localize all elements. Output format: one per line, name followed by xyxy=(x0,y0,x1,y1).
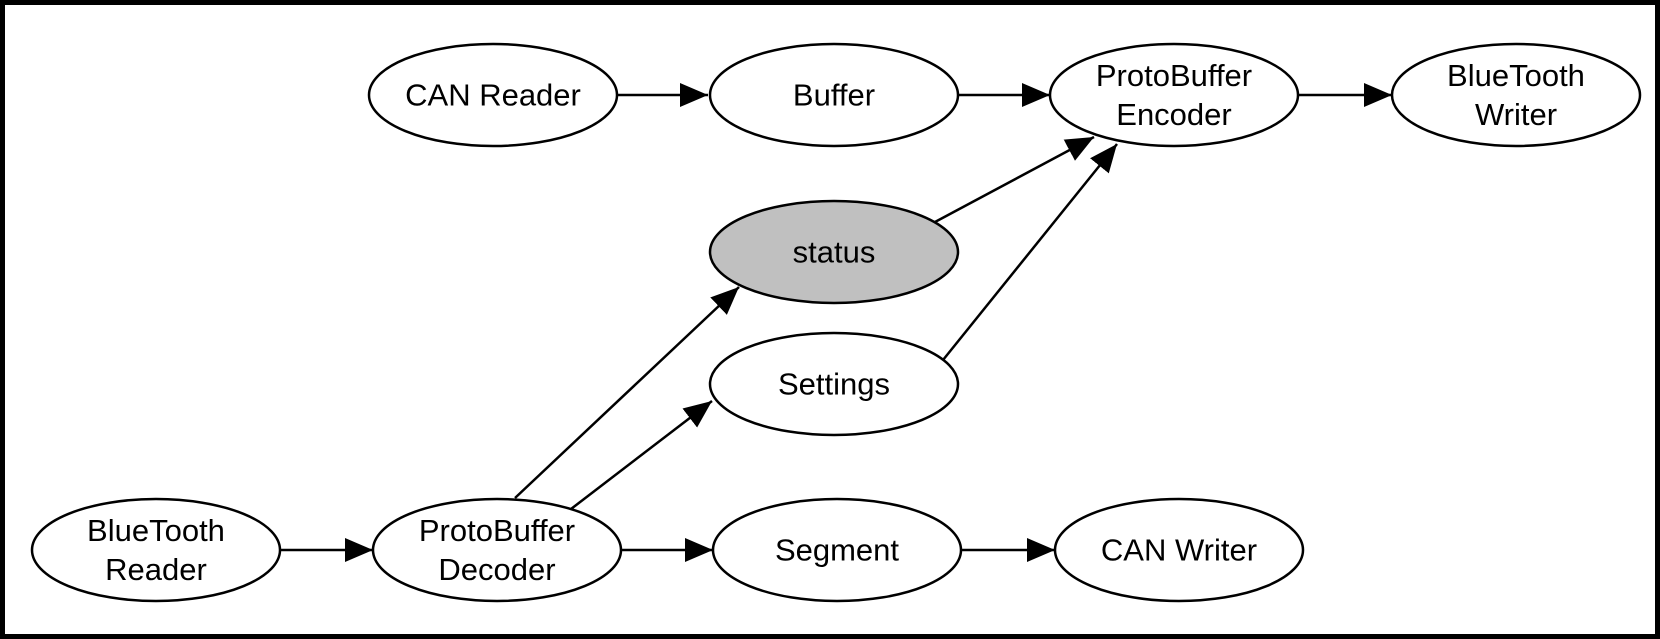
node-can-writer-label-line-1: CAN Writer xyxy=(1101,533,1257,568)
node-settings-ellipse xyxy=(708,331,960,437)
node-settings: Settings xyxy=(708,331,960,437)
node-bluetooth-writer-ellipse xyxy=(1390,42,1642,148)
node-can-reader: CAN Reader xyxy=(367,42,619,148)
node-can-reader-label-line-1: CAN Reader xyxy=(405,78,581,113)
node-segment-ellipse xyxy=(711,497,963,603)
node-status-label-line-1: status xyxy=(793,235,876,270)
node-buffer-label-line-1: Buffer xyxy=(793,78,875,113)
node-status: status xyxy=(708,199,960,305)
node-protobuffer-decoder-label-line-2: Decoder xyxy=(438,552,555,587)
node-segment-label-line-1: Segment xyxy=(775,533,899,568)
edge-protobuffer-decoder-to-settings xyxy=(570,400,713,510)
node-status-ellipse xyxy=(708,199,960,305)
edges-layer xyxy=(280,83,1392,562)
node-protobuffer-decoder-ellipse xyxy=(371,497,623,603)
node-protobuffer-encoder-label-line-1: ProtoBuffer xyxy=(1096,58,1252,93)
node-bluetooth-writer-label-line-2: Writer xyxy=(1475,97,1557,132)
node-protobuffer-encoder-ellipse xyxy=(1048,42,1300,148)
node-bluetooth-writer-label-line-1: BlueTooth xyxy=(1447,58,1585,93)
node-can-writer: CAN Writer xyxy=(1053,497,1305,603)
node-buffer: Buffer xyxy=(708,42,960,148)
edge-settings-to-protobuffer-encoder xyxy=(942,143,1118,361)
node-buffer-ellipse xyxy=(708,42,960,148)
node-segment: Segment xyxy=(711,497,963,603)
node-protobuffer-encoder-label-line-2: Encoder xyxy=(1116,97,1231,132)
node-protobuffer-decoder-label-line-1: ProtoBuffer xyxy=(419,513,575,548)
node-can-writer-ellipse xyxy=(1053,497,1305,603)
node-bluetooth-reader-label-line-2: Reader xyxy=(105,552,207,587)
node-settings-label-line-1: Settings xyxy=(778,367,890,402)
node-bluetooth-reader-label-line-1: BlueTooth xyxy=(87,513,225,548)
edge-protobuffer-decoder-to-status xyxy=(514,286,740,499)
node-can-reader-ellipse xyxy=(367,42,619,148)
node-bluetooth-reader-ellipse xyxy=(30,497,282,603)
edge-status-to-protobuffer-encoder xyxy=(934,135,1095,224)
